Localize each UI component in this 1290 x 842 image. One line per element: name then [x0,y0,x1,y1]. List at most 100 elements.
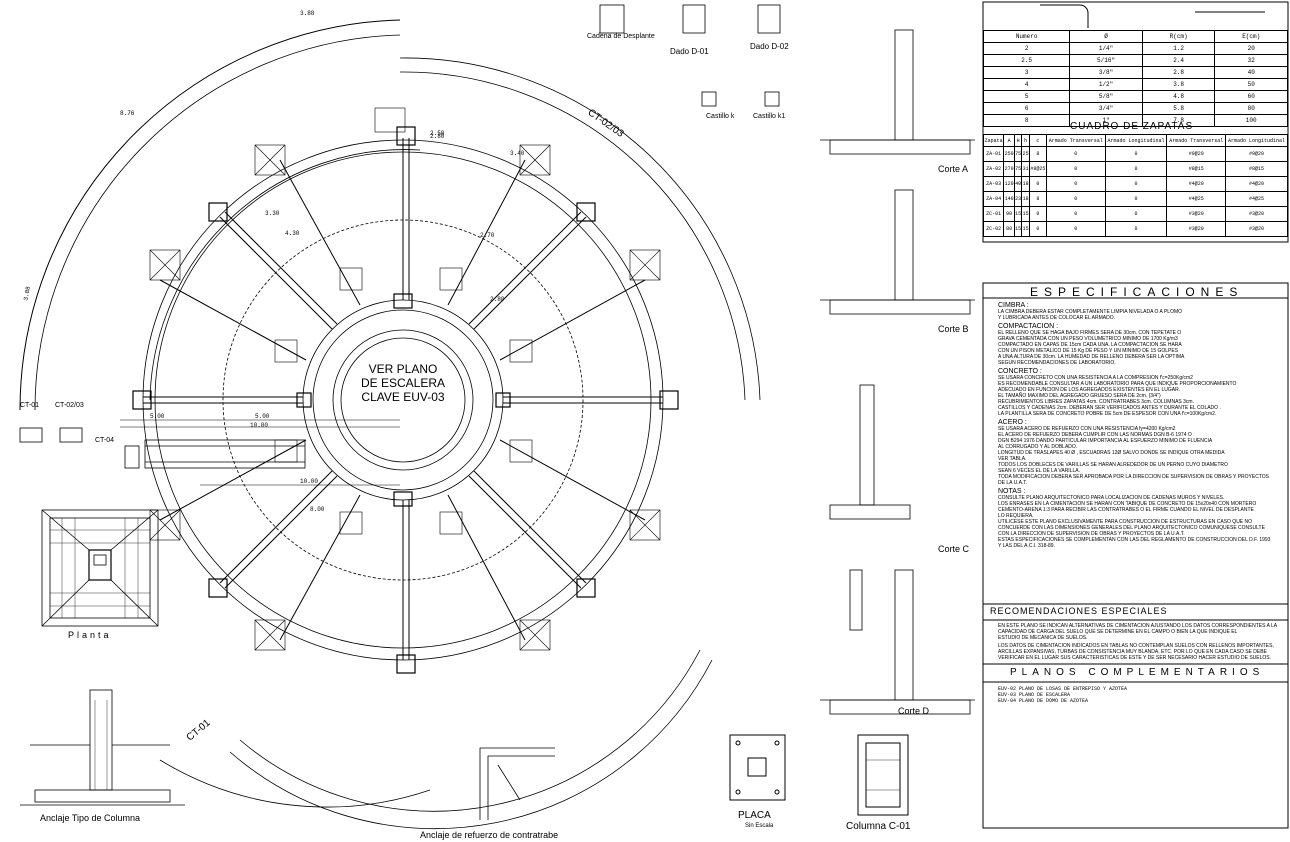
dimension: 3.88 [300,10,315,17]
dimension: 2.50 [430,130,445,137]
table-cell: 2.4 [1141,54,1216,67]
dimension: 8.00 [310,506,325,513]
spec-line: EL ACERO DE REFUERZO DEBERA CUMPLIR CON … [998,432,1192,438]
spec-line: TODA MODIFICACION DEBERA SER APROBADA PO… [998,474,1269,480]
table-cell: 0 [1104,161,1168,177]
center-plan-label: VER PLANO DE ESCALERA CLAVE EUV-03 [343,362,463,404]
spec-line: UTILICESE ESTE PLANO EXCLUSIVAMENTE PARA… [998,519,1253,525]
table-cell: 0 [1045,206,1106,222]
table-cell: 3 [982,66,1071,79]
table-cell: ZA-01 [982,146,1005,162]
table-cell: 75 [1013,146,1023,162]
complementarios-title: PLANOS COMPLEMENTARIOS [1010,667,1265,678]
table-cell: #3@20 [1166,206,1227,222]
castillo-k1-title: Castillo k1 [753,113,786,120]
table-cell: ZC-02 [982,221,1005,237]
recomendacion-line: CAPACIDAD DE CARGA DEL SUELO QUE SE DETE… [998,629,1238,635]
specs-body: CIMBRA : LA CIMBRA DEBERA ESTAR COMPLETA… [998,300,1283,549]
table-cell: 4 [982,78,1071,91]
recomendaciones-title: RECOMENDACIONES ESPECIALES [990,606,1168,616]
complementario-item: EUV-02 PLANO DE LOSAS DE ENTREPISO Y AZO… [998,686,1128,692]
spec-heading: NOTAS : [998,488,1026,495]
recomendacion-line: LOS DATOS DE CIMENTACION INDICADOS EN TA… [998,643,1274,649]
table-cell: 15 [1013,206,1023,222]
spec-line: TODOS LOS DOBLECES DE VARILLAS SE HARAN … [998,462,1228,468]
table-cell: 0 [1028,176,1047,192]
spec-heading: CIMBRA : [998,302,1029,309]
spec-line: DE LA U.A.T. [998,480,1028,486]
corte-a-title: Corte A [938,164,969,174]
table-cell: 18 [1021,191,1030,207]
spec-line: EL RELLENO QUE SE HAGA BAJO FIRMES SERA … [998,330,1182,336]
specs-title: ESPECIFICACIONES [1030,285,1244,299]
placa-subtitle: Sin Escala [745,823,774,829]
spec-line: SE USARA CONCRETO CON UNA RESISTENCIA A … [998,375,1193,381]
table-cell: 100 [1214,114,1288,127]
table-header: Armado Longitudinal [1225,134,1288,147]
table-cell: ZC-01 [982,206,1005,222]
spec-line: CONSULTE PLANO ARQUITECTONICO PARA LOCAL… [998,495,1225,501]
table-cell: 0 [1104,221,1168,237]
table-cell: 80 [1003,221,1015,237]
table-row: Zapata A H h c Armado Transversal Armado… [982,134,1288,147]
table-cell: 2 [982,42,1071,55]
table-cell: 50 [1214,78,1288,91]
table-cell: 0 [1045,221,1106,237]
table-header: A [1003,134,1015,147]
spec-line: CON LA DIRECCION DE SUPERVISION DE OBRAS… [998,531,1185,537]
table-cell: 8 [1028,191,1047,207]
spec-line: LA PLANTILLA SERA DE CONCRETO POBRE DE 5… [998,411,1217,417]
table-cell: 1" [1069,114,1143,127]
dimension: 3.30 [265,210,280,217]
table-cell: 8 [982,114,1071,127]
zapatas-title: CUADRO DE ZAPATAS [1070,121,1194,132]
table-cell: 2.8 [1141,66,1216,79]
columna-title: Columna C-01 [846,821,911,832]
table-header: Armado Transversal [1045,134,1106,147]
table-cell: 40 [1214,66,1288,79]
table-cell: #9@20 [1166,146,1227,162]
table-cell: 140 [1003,191,1015,207]
dimension: 4.30 [285,230,300,237]
table-header: E(cm) [1214,30,1288,43]
dimension: 3.40 [510,150,525,157]
spec-heading: CONCRETO : [998,368,1042,375]
spec-line: SEGUN RECOMENDACIONES DE LABORATORIO. [998,360,1116,366]
dimension: 10.00 [250,422,269,429]
table-header: Armado Transversal [1166,134,1227,147]
spec-line: SE USARA ACERO DE REFUERZO CON UNA RESIS… [998,426,1176,432]
dimension: 2.70 [480,232,495,239]
table-header: R(cm) [1141,30,1216,43]
table-cell: ZA-04 [982,191,1005,207]
spec-line: LONGITUD DE TRASLAPES 40 Ø , ESCUADRAS 1… [998,450,1225,456]
table-cell: 90 [1003,206,1015,222]
table-cell: #3@20 [1225,206,1288,222]
spec-line: CEMENTO-ARENA 1:3 PARA RECIBIR LAS CONTR… [998,507,1254,513]
cadena-title: Cadena de Desplante [587,33,655,40]
table-cell: #3@20 [1166,221,1227,237]
table-cell: 25 [1021,146,1030,162]
table-cell: #9@20 [1225,146,1288,162]
spec-heading: ACERO : [998,419,1027,426]
table-cell: 8 [1028,146,1047,162]
recomendacion-line: ESTUDIO DE MECANICA DE SUELOS. [998,635,1088,641]
spec-line: EL TAMAÑO MAXIMO DEL AGREGADO GRUESO SER… [998,393,1161,399]
table-cell: 15 [1013,221,1023,237]
table-cell: 0 [1104,176,1168,192]
table-cell: 0 [1045,176,1106,192]
dado-d01-title: Dado D-01 [670,47,709,56]
complementarios-list: EUV-02 PLANO DE LOSAS DE ENTREPISO Y AZO… [998,686,1127,704]
dimension: 5.00 [255,413,270,420]
table-header: Zapata [982,134,1005,147]
spec-line: ESTAS ESPECIFICACIONES SE COMPLEMENTAN C… [998,537,1271,543]
table-cell: 18 [1021,176,1030,192]
table-cell: 5 [982,90,1071,103]
